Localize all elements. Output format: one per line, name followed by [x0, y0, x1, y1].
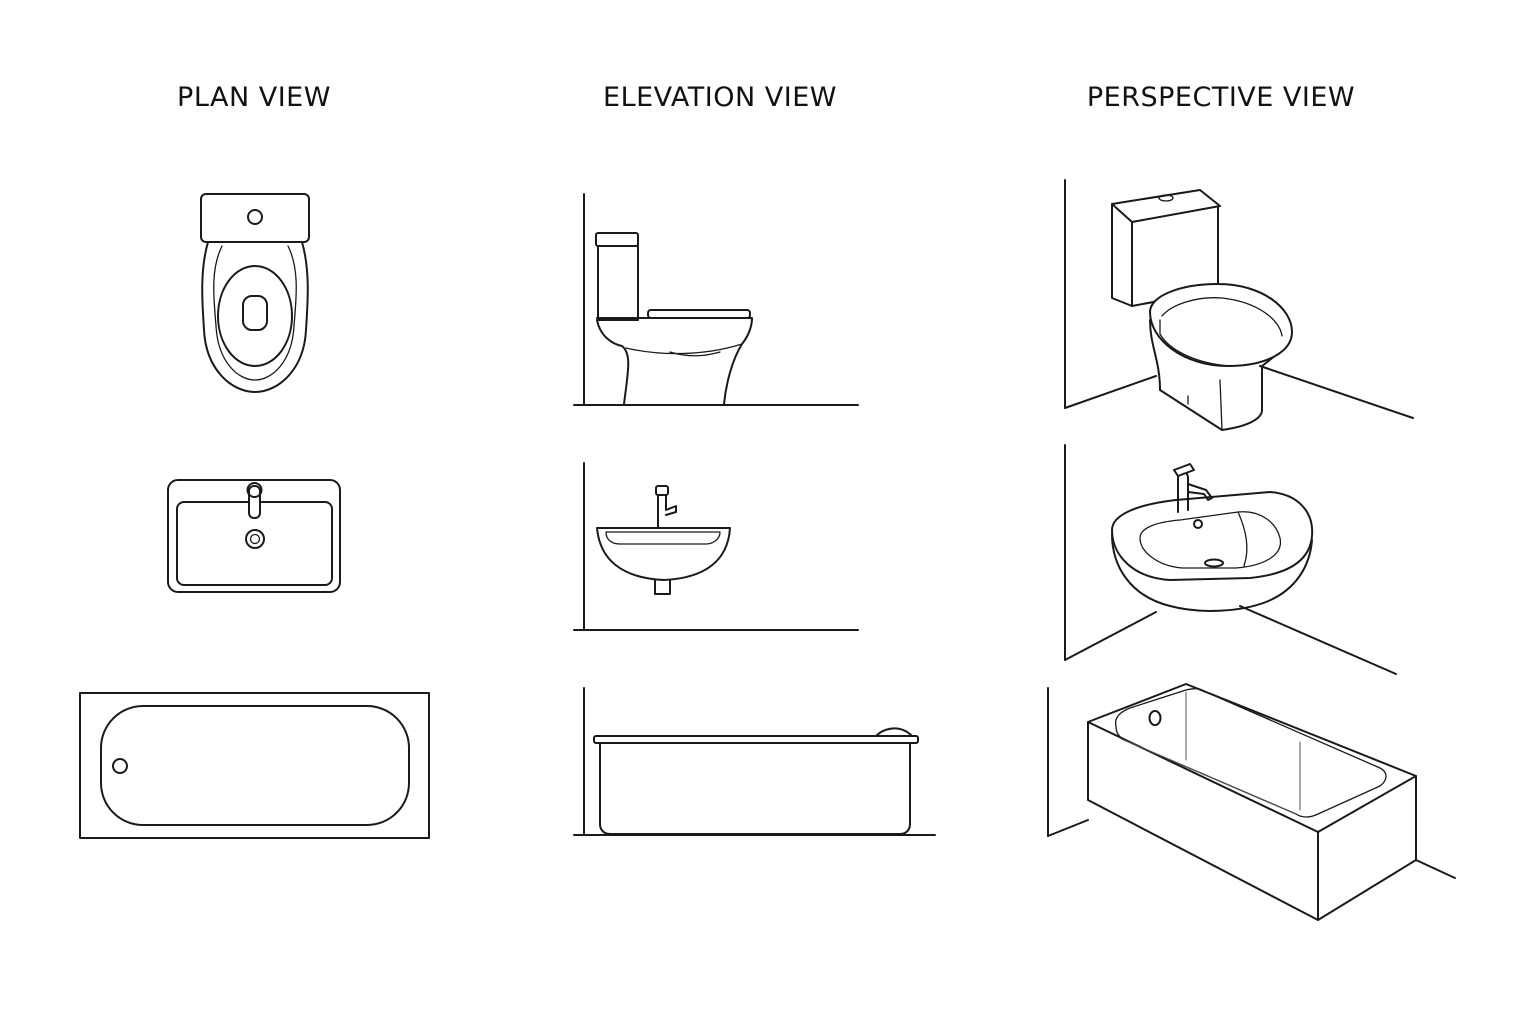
elevation-sink: [573, 462, 859, 631]
plan-bathtub: [79, 692, 430, 839]
elevation-toilet: [573, 193, 859, 406]
plan-sink: [167, 479, 341, 593]
perspective-sink: [1064, 444, 1397, 675]
plan-view-heading: PLAN VIEW: [177, 82, 331, 113]
perspective-view-heading: PERSPECTIVE VIEW: [1086, 82, 1356, 113]
perspective-toilet: [1064, 179, 1414, 431]
elevation-bathtub: [573, 687, 936, 836]
perspective-bathtub: [1047, 683, 1456, 921]
plan-toilet: [200, 193, 310, 393]
elevation-view-heading: ELEVATION VIEW: [603, 82, 837, 113]
